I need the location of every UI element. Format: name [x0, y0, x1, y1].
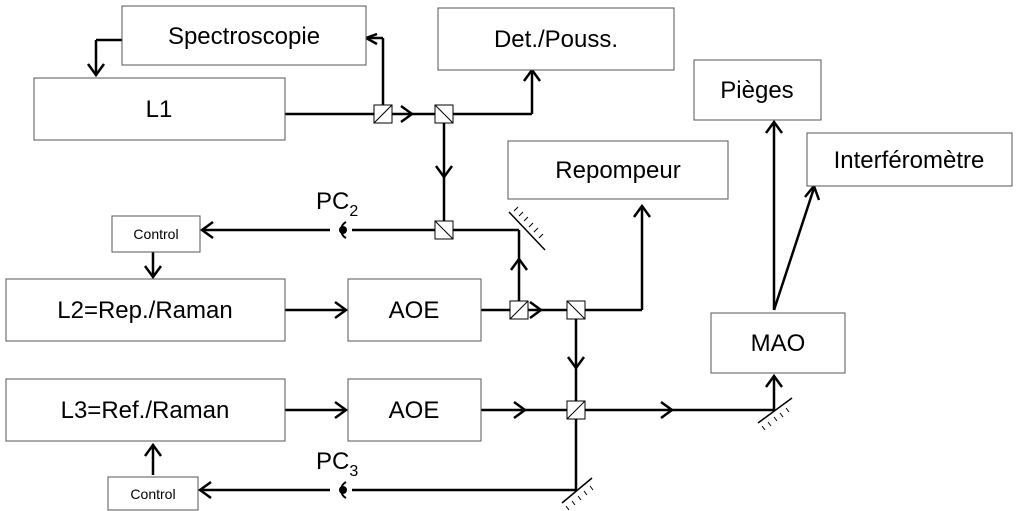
box-mao: MAO [710, 312, 846, 374]
box-aoe-top: AOE [347, 278, 482, 342]
box-l2: L2=Rep./Raman [5, 278, 286, 342]
beamsplitter-cube [566, 300, 586, 320]
svg-text:AOE: AOE [389, 397, 440, 424]
box-spectroscopie: Spectroscopie [121, 5, 367, 66]
beamsplitter-cube [566, 400, 586, 420]
svg-text:Det./Pouss.: Det./Pouss. [494, 26, 618, 53]
pc2-label: PC2 [316, 188, 358, 220]
svg-text:Pièges: Pièges [720, 77, 793, 104]
svg-text:Interféromètre: Interféromètre [834, 147, 985, 174]
box-det-pouss: Det./Pouss. [437, 7, 675, 71]
box-control-bottom: Control [107, 476, 199, 511]
mirror-bottom [561, 477, 594, 511]
svg-text:Spectroscopie: Spectroscopie [168, 23, 320, 50]
box-control-top: Control [111, 215, 201, 253]
arrowheads [86, 32, 821, 500]
pc3-label: PC3 [316, 448, 358, 480]
svg-text:Control: Control [130, 486, 175, 502]
svg-text:Repompeur: Repompeur [555, 157, 680, 184]
svg-text:L3=Ref./Raman: L3=Ref./Raman [61, 397, 230, 424]
mirror-mao [757, 397, 793, 431]
box-l3: L3=Ref./Raman [5, 378, 286, 442]
beamsplitter-cube [434, 220, 454, 240]
svg-text:L1: L1 [146, 96, 173, 123]
box-aoe-bottom: AOE [347, 378, 482, 442]
mirror-top [508, 206, 546, 251]
box-repompeur: Repompeur [507, 140, 729, 200]
svg-text:L2=Rep./Raman: L2=Rep./Raman [57, 297, 232, 324]
beamsplitter-cube [509, 300, 529, 320]
photodiode-pc3 [339, 481, 347, 499]
box-pieges: Pièges [693, 59, 822, 121]
beamsplitter-cube [434, 104, 454, 124]
svg-text:Control: Control [133, 226, 178, 242]
photodiode-pc2 [339, 221, 347, 239]
svg-text:MAO: MAO [751, 330, 806, 357]
box-l1: L1 [33, 77, 286, 141]
beam-paths [94, 36, 816, 492]
beamsplitter-cube [373, 104, 393, 124]
svg-text:AOE: AOE [389, 297, 440, 324]
box-interferometre: Interféromètre [806, 132, 1013, 187]
